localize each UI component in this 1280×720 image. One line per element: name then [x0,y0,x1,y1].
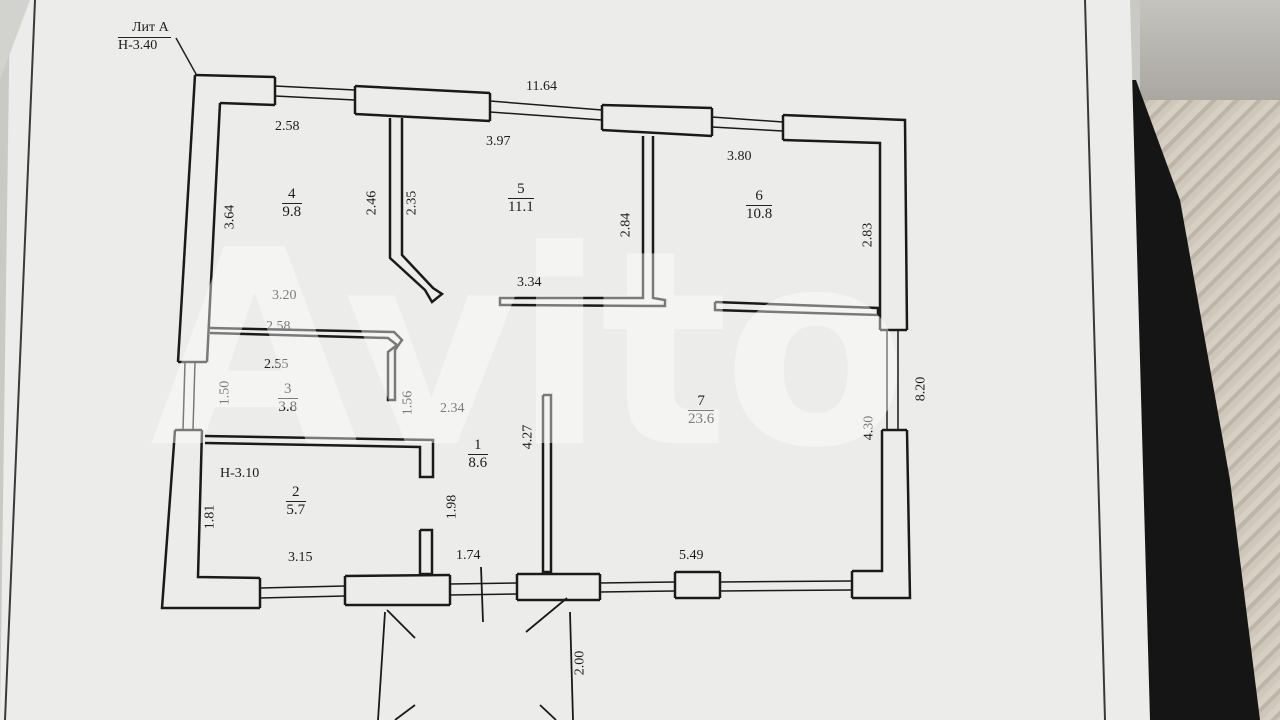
building-height: Н-3.40 [118,38,158,54]
dimension-room2-height: Н-3.10 [220,466,260,481]
dimension-room7-bottom: 5.49 [679,548,704,563]
room-label-4: 4 9.8 [282,186,302,221]
dimension-right-total: 8.20 [913,376,929,402]
dimension-room3-left: 1.50 [217,380,233,406]
dimension-room2-bottom: 3.15 [288,550,313,565]
building-letter: Лит А [118,20,171,39]
room-label-6: 6 10.8 [746,188,773,223]
dimension-room1-bottom: 1.74 [456,548,481,563]
dimension-room3-top: 2.58 [266,319,291,334]
dimension-room1-right: 4.27 [520,424,536,450]
dimension-room5-left: 2.35 [404,190,420,216]
dimension-room1-width: 2.34 [440,401,465,416]
dimension-top-total: 11.64 [526,79,557,94]
dimension-room2-right: 1.98 [444,494,460,520]
dimension-room4-right: 2.46 [364,190,380,216]
dimension-porch-height: 2.00 [572,650,588,676]
dimension-room5-top: 3.97 [486,134,511,149]
room-label-1: 1 8.6 [468,437,488,472]
room-label-7: 7 23.6 [688,393,715,428]
dimension-room6-right: 2.83 [860,222,876,248]
dimension-room2-left: 1.81 [202,504,218,530]
dimension-room7-right: 4.30 [861,415,877,441]
room-label-5: 5 11.1 [508,181,534,216]
room-label-3: 3 3.8 [278,381,298,416]
room-label-2: 2 5.7 [286,484,306,519]
dimension-room6-top: 3.80 [727,149,752,164]
dimension-room3-right: 1.56 [400,390,416,416]
dimension-room5-right: 2.84 [618,212,634,238]
dimension-room4-left: 3.64 [222,204,238,230]
dimension-hall-width: 3.20 [272,288,297,303]
building-letter-label: Лит А Н-3.40 [118,20,171,54]
background-wall [1140,0,1280,100]
dimension-room3-bottom: 2.55 [264,357,289,372]
dimension-room4-top: 2.58 [275,119,300,134]
dimension-room5-bottom: 3.34 [517,275,542,290]
